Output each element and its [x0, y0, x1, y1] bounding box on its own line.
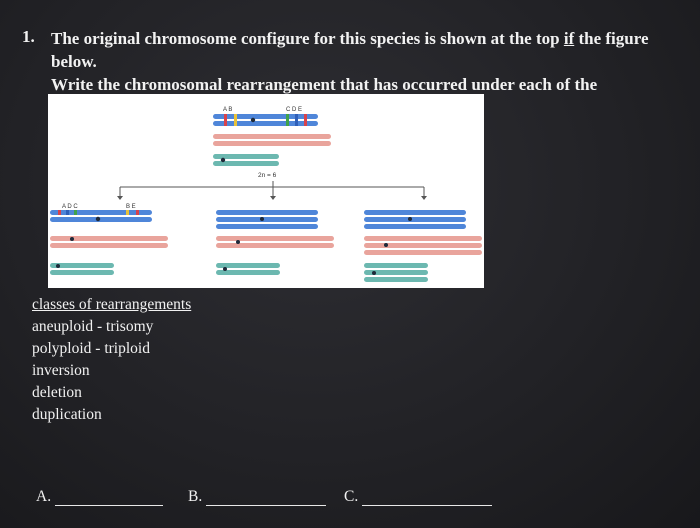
gene-band [126, 210, 129, 215]
branch-c-configuration [364, 210, 482, 282]
chromosome-teal-1 [213, 154, 279, 159]
centromere [384, 243, 388, 247]
gene-band-c [286, 114, 289, 126]
chromosome-salmon-1 [50, 236, 168, 241]
gene-band [66, 210, 69, 215]
chromosome-salmon-1 [216, 236, 334, 241]
centromere [408, 217, 412, 221]
classes-heading: classes of rearrangements [32, 296, 192, 313]
centromere [223, 267, 227, 271]
centromere [250, 117, 256, 123]
classes-list: classes of rearrangements aneuploid - tr… [32, 294, 191, 426]
chromosome-teal-2 [213, 161, 279, 166]
chromosome-teal-1 [364, 263, 428, 268]
class-item-trisomy: aneuploid - trisomy [32, 318, 154, 335]
gene-band [58, 210, 61, 215]
chromosome-salmon-1 [213, 134, 331, 139]
chromosome-teal-2 [50, 270, 114, 275]
chromosome-diagram: A B C D E 2n = 6 [50, 107, 482, 282]
centromere [220, 157, 226, 163]
branch-a-configuration: A D C B E [50, 204, 168, 275]
class-item-inversion: inversion [32, 362, 90, 379]
chromosome-teal-1 [50, 263, 114, 268]
chromosome-salmon-2 [364, 243, 482, 248]
chromosome-blue-1 [216, 210, 318, 215]
question-number: 1. [22, 27, 35, 46]
centromere [260, 217, 264, 221]
chromosome-teal-2 [216, 270, 280, 275]
chromosome-teal-2 [364, 270, 428, 275]
branch-connector [119, 181, 425, 198]
chromosome-blue-3 [216, 224, 318, 229]
answer-c: C. [344, 488, 493, 506]
arrow-b [270, 196, 276, 200]
chromosome-figure: A B C D E 2n = 6 [48, 94, 484, 288]
gene-labels-be: B E [126, 204, 136, 210]
answer-b: B. [188, 488, 327, 506]
branch-b-configuration [216, 210, 334, 275]
original-configuration: A B C D E 2n = 6 [213, 107, 331, 179]
answer-c-label: C. [344, 488, 359, 505]
gene-band-a [224, 114, 227, 126]
word-if: if [563, 29, 575, 48]
chromosome-blue-2 [216, 217, 318, 222]
centromere [56, 264, 60, 268]
chromosome-blue-2 [50, 217, 152, 222]
chromosome-blue-2 [213, 121, 318, 126]
chromosome-teal-3 [364, 277, 428, 282]
gene-band-b [234, 114, 237, 126]
chromosome-salmon-2 [213, 141, 331, 146]
gene-band-e [304, 114, 307, 126]
class-item-deletion: deletion [32, 384, 82, 401]
centromere [70, 237, 74, 241]
chromosome-teal-1 [216, 263, 280, 268]
ploidy-label: 2n = 6 [258, 172, 277, 179]
answer-a: A. [36, 488, 164, 506]
question-line-1: The original chromosome configure for th… [51, 29, 649, 71]
chromosome-salmon-2 [216, 243, 334, 248]
centromere [236, 240, 240, 244]
class-item-triploid: polyploid - triploid [32, 340, 150, 357]
gene-labels-cde: C D E [286, 107, 302, 113]
chromosome-blue-2 [364, 217, 466, 222]
answer-b-label: B. [188, 488, 203, 505]
chromosome-salmon-2 [50, 243, 168, 248]
gene-labels-adc: A D C [62, 204, 78, 210]
gene-band [74, 210, 77, 215]
centromere [95, 216, 101, 222]
chromosome-blue-1 [364, 210, 466, 215]
chromosome-salmon-1 [364, 236, 482, 241]
answer-a-blank[interactable] [55, 491, 164, 506]
centromere [372, 271, 376, 275]
gene-band-d [295, 114, 298, 126]
chromosome-blue-3 [364, 224, 466, 229]
arrow-a [117, 196, 123, 200]
chromosome-salmon-3 [364, 250, 482, 255]
answer-a-label: A. [36, 488, 52, 505]
class-item-duplication: duplication [32, 406, 102, 423]
answer-c-blank[interactable] [362, 491, 493, 506]
answer-b-blank[interactable] [206, 491, 327, 506]
gene-labels-ab: A B [223, 107, 232, 113]
chromosome-blue-1 [213, 114, 318, 119]
gene-band [136, 210, 139, 215]
arrow-c [421, 196, 427, 200]
